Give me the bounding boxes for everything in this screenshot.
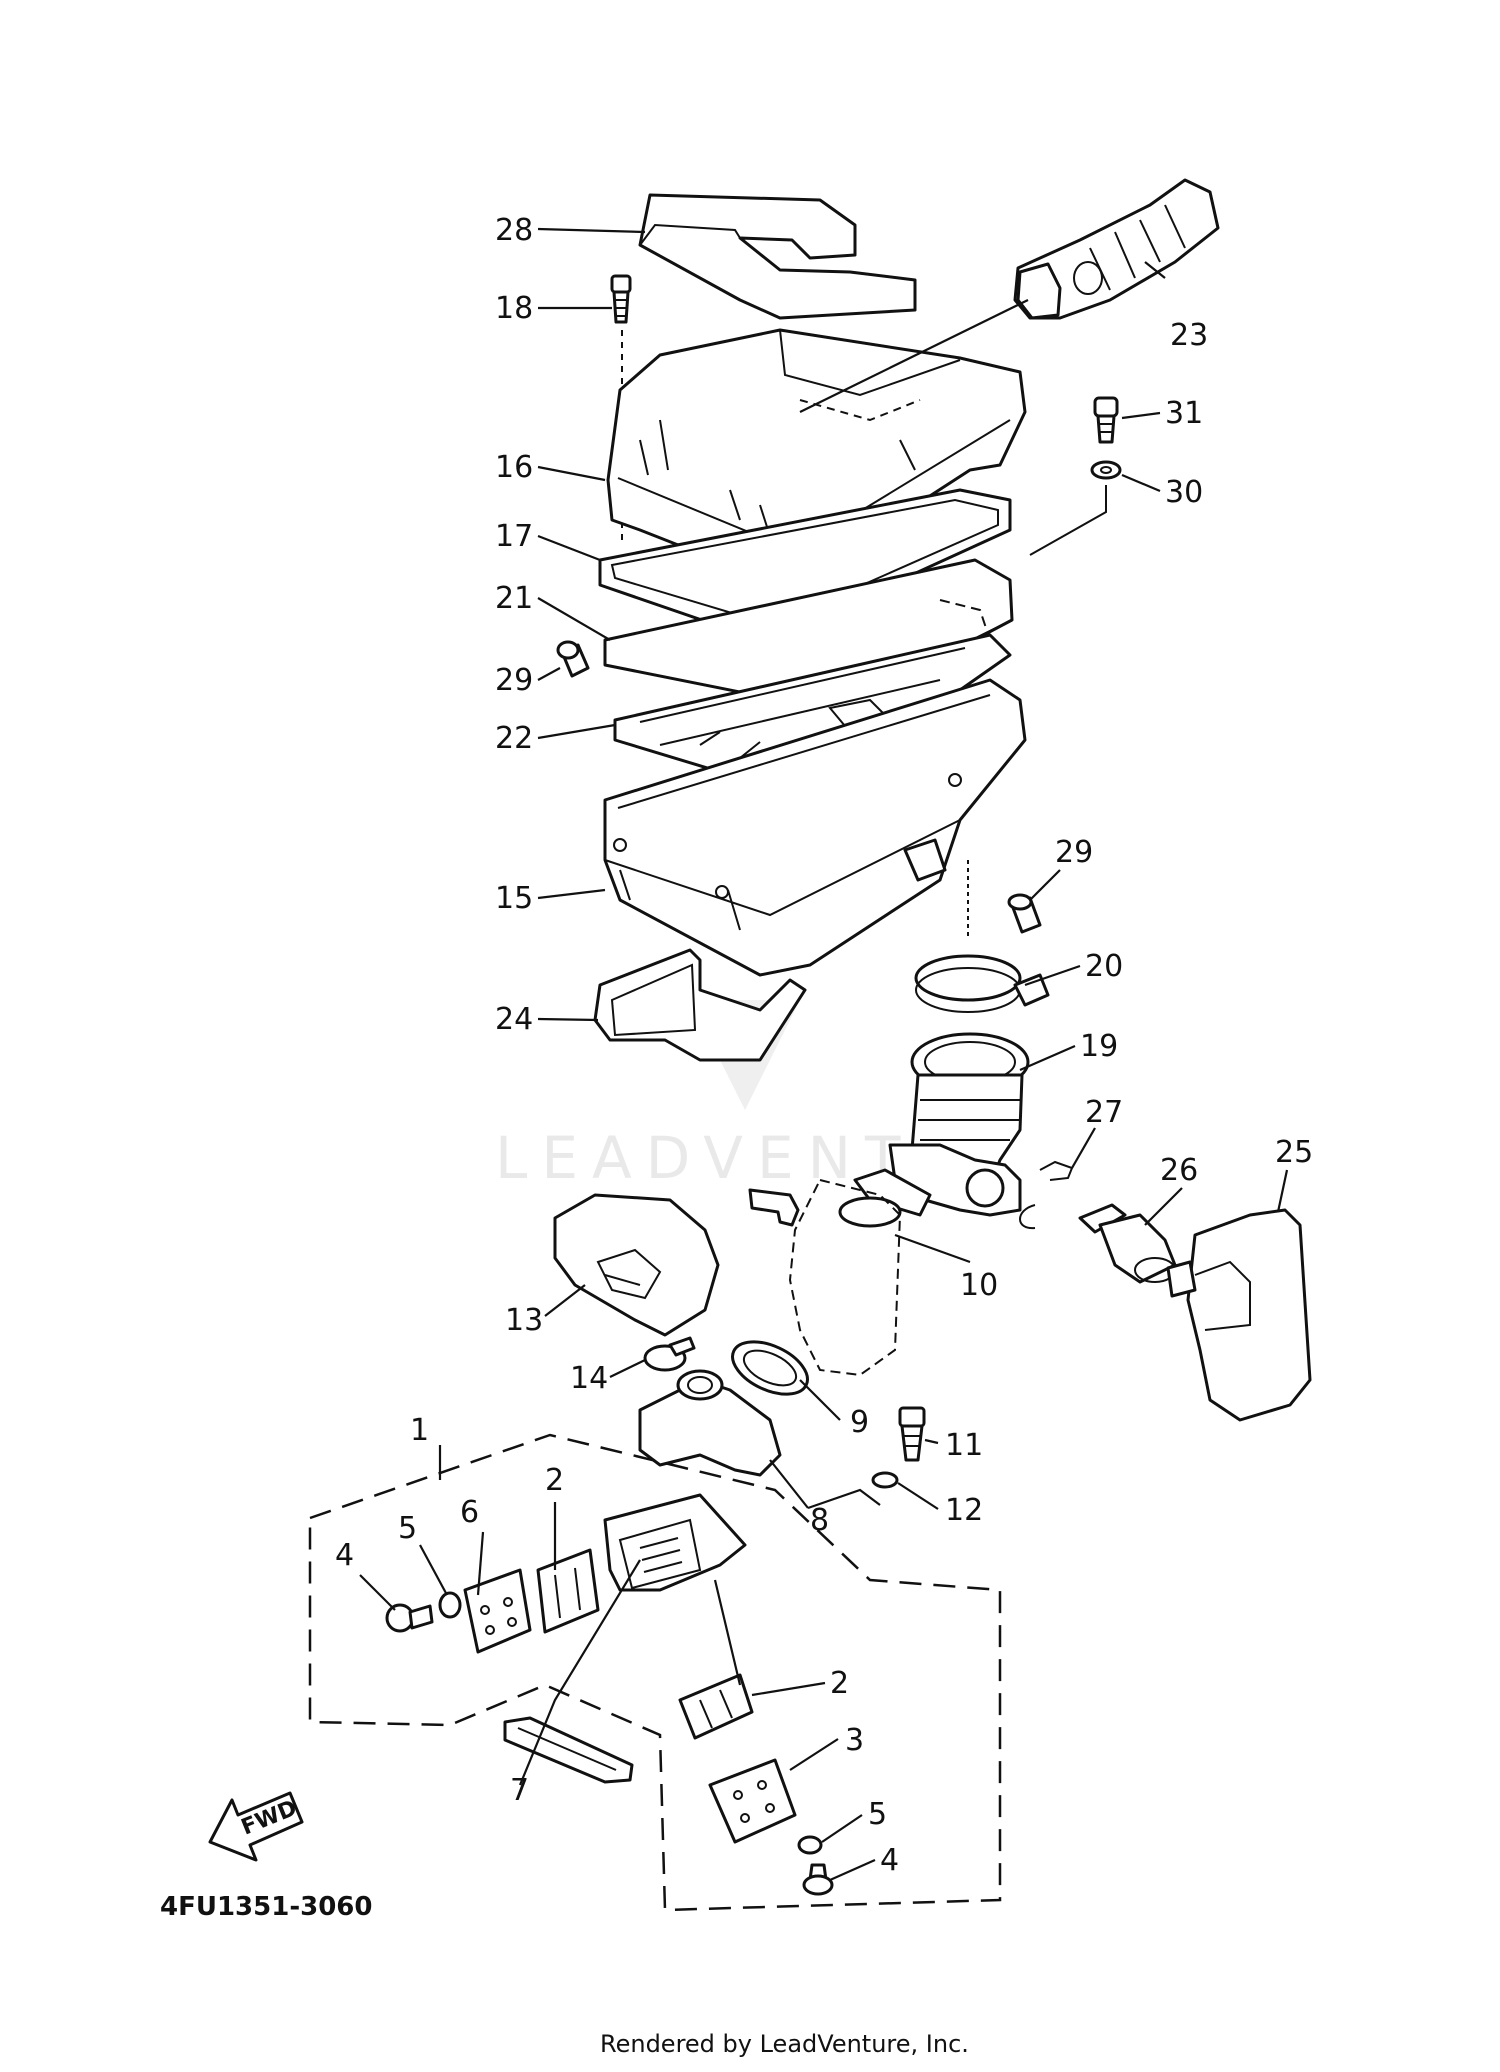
- callout-31: 31: [1165, 396, 1203, 431]
- callout-18: 18: [495, 291, 533, 326]
- callout-29-upper: 29: [495, 663, 533, 698]
- callout-15: 15: [495, 881, 533, 916]
- part-11-bolt: [898, 1406, 926, 1462]
- part-23-intake-duct: [1013, 178, 1220, 320]
- callout-27: 27: [1085, 1095, 1123, 1130]
- leader-lines: [359, 227, 1289, 1882]
- callout-8: 8: [810, 1503, 829, 1538]
- reed-valve-block: [603, 1493, 747, 1592]
- callout-2-right: 2: [830, 1666, 849, 1701]
- callout-14: 14: [570, 1361, 608, 1396]
- callout-28: 28: [495, 213, 533, 248]
- callout-13: 13: [505, 1303, 543, 1338]
- part-9-gasket-ring: [731, 1340, 809, 1396]
- part-29-grommet-upper: [556, 640, 590, 678]
- part-29-grommet-lower: [1007, 893, 1042, 934]
- part-10-carburetor-assembly: [748, 1143, 1022, 1377]
- part-3-reed-plate: [708, 1758, 797, 1844]
- callout-6: 6: [460, 1495, 479, 1530]
- callout-5-left: 5: [398, 1511, 417, 1546]
- callout-26: 26: [1160, 1153, 1198, 1188]
- callout-10: 10: [960, 1268, 998, 1303]
- part-27-clip: [1019, 1160, 1074, 1230]
- callout-16: 16: [495, 450, 533, 485]
- part-2-reeds-right: [678, 1673, 754, 1740]
- render-credit: Rendered by LeadVenture, Inc.: [600, 2030, 969, 2058]
- callout-19: 19: [1080, 1029, 1118, 1064]
- callout-20: 20: [1085, 949, 1123, 984]
- callout-9: 9: [850, 1405, 869, 1440]
- part-8-intake-manifold: [638, 1369, 782, 1477]
- part-25-side-cover: [1166, 1208, 1312, 1422]
- callout-25: 25: [1275, 1135, 1313, 1170]
- part-20-hose-clamp: [914, 860, 1050, 1013]
- callout-29-lower: 29: [1055, 835, 1093, 870]
- diagram-code: 4FU1351-3060: [160, 1892, 372, 1922]
- part-13-air-guide: [553, 1193, 720, 1337]
- callout-30: 30: [1165, 475, 1203, 510]
- callout-22: 22: [495, 721, 533, 756]
- part-31-bolt: [1093, 396, 1119, 444]
- callout-4-left: 4: [335, 1538, 354, 1573]
- part-12-washer: [871, 1471, 899, 1489]
- part-4-screw-right: [802, 1863, 834, 1896]
- part-16-airbox-cover: [606, 328, 1027, 587]
- part-5-washer-right: [797, 1835, 823, 1855]
- callout-23: 23: [1170, 318, 1208, 353]
- part-7-gasket: [503, 1716, 634, 1784]
- callout-1: 1: [410, 1413, 429, 1448]
- callout-24: 24: [495, 1002, 533, 1037]
- part-2-reeds-left: [536, 1548, 600, 1634]
- part-30-washer: [1029, 460, 1122, 556]
- part-1-assembly-boundary: [308, 1433, 1002, 1912]
- fwd-arrow-icon: FWD: [208, 1791, 304, 1862]
- part-18-bolt: [610, 274, 632, 540]
- callout-12: 12: [945, 1493, 983, 1528]
- callout-5-right: 5: [868, 1797, 887, 1832]
- part-5-washer-left: [438, 1591, 462, 1619]
- callout-17: 17: [495, 519, 533, 554]
- callout-11: 11: [945, 1428, 983, 1463]
- callout-numbers: 28 18 23 31 30 16 17 21 29 22 15 24 29 2…: [335, 213, 1313, 1878]
- part-15-airbox-case: [603, 678, 1027, 977]
- callout-21: 21: [495, 581, 533, 616]
- callout-7: 7: [510, 1773, 529, 1808]
- part-24-drain-tray: [593, 948, 807, 1062]
- callout-3: 3: [845, 1723, 864, 1758]
- callout-2-left: 2: [545, 1463, 564, 1498]
- part-28-foam-block: [638, 193, 917, 320]
- part-4-screw-left: [385, 1603, 434, 1633]
- part-14-clamp: [643, 1336, 696, 1372]
- part-6-reed-plate: [463, 1568, 532, 1654]
- callout-4-right: 4: [880, 1843, 899, 1878]
- part-26-plunger: [1078, 1203, 1177, 1284]
